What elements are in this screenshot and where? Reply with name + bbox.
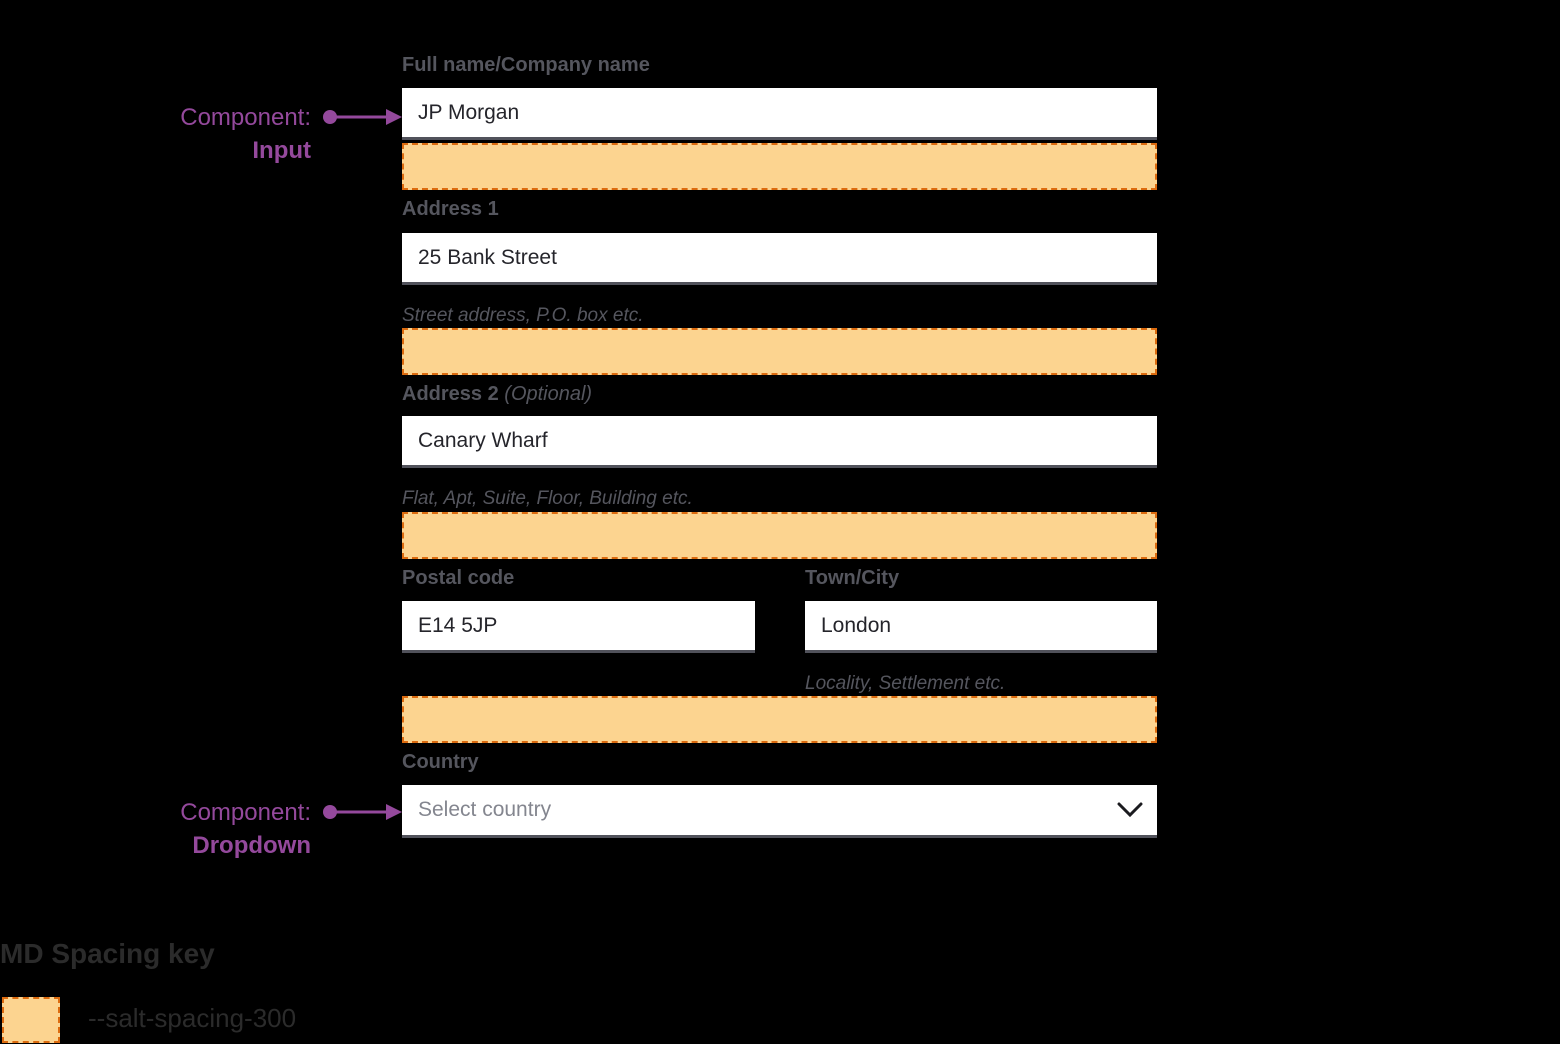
postal-town-row: Postal code Town/City Locality, Settleme… bbox=[402, 565, 1157, 695]
address1-label: Address 1 bbox=[402, 198, 499, 220]
spacing-block-salt-300 bbox=[402, 512, 1157, 559]
address1-input[interactable] bbox=[402, 233, 1157, 285]
annotation-dropdown-component: Component: Dropdown bbox=[91, 796, 311, 862]
postal-code-input[interactable] bbox=[402, 601, 755, 653]
annotation-component-name: Input bbox=[252, 137, 311, 164]
country-dropdown-placeholder: Select country bbox=[418, 798, 552, 821]
postal-code-label: Postal code bbox=[402, 567, 515, 589]
address2-helper-text: Flat, Apt, Suite, Floor, Building etc. bbox=[402, 488, 693, 509]
town-city-label: Town/City bbox=[805, 567, 900, 589]
fullname-label: Full name/Company name bbox=[402, 54, 650, 76]
town-city-helper-text: Locality, Settlement etc. bbox=[805, 673, 1006, 694]
address2-label-text: Address 2 bbox=[402, 383, 499, 405]
town-city-input[interactable] bbox=[805, 601, 1157, 653]
fullname-input[interactable] bbox=[402, 88, 1157, 140]
country-label: Country bbox=[402, 751, 479, 773]
address2-input[interactable] bbox=[402, 416, 1157, 468]
spacing-key-title: MD Spacing key bbox=[0, 938, 215, 969]
address2-label: Address 2 (Optional) bbox=[402, 381, 1157, 407]
country-dropdown[interactable]: Select country bbox=[402, 785, 1157, 838]
address1-helper-text: Street address, P.O. box etc. bbox=[402, 305, 644, 326]
spacing-block-salt-300 bbox=[402, 328, 1157, 375]
address2-optional-suffix: (Optional) bbox=[504, 383, 593, 405]
annotation-component-name: Dropdown bbox=[192, 832, 311, 859]
spacing-block-salt-300 bbox=[402, 696, 1157, 743]
address-form: Full name/Company name Address 1 Street … bbox=[402, 52, 1157, 838]
postal-code-field: Postal code bbox=[402, 565, 755, 695]
annotation-input-component: Component: Input bbox=[91, 101, 311, 167]
annotation-arrow-icon bbox=[323, 804, 402, 820]
chevron-down-icon bbox=[1117, 802, 1143, 818]
annotation-arrow-icon bbox=[323, 109, 402, 125]
spacing-swatch-icon bbox=[2, 997, 60, 1043]
spacing-token-label: --salt-spacing-300 bbox=[88, 1003, 297, 1033]
town-city-field: Town/City Locality, Settlement etc. bbox=[805, 565, 1157, 695]
spacing-block-salt-300 bbox=[402, 143, 1157, 190]
annotation-prefix: Component: bbox=[180, 799, 311, 826]
annotation-prefix: Component: bbox=[180, 104, 311, 131]
